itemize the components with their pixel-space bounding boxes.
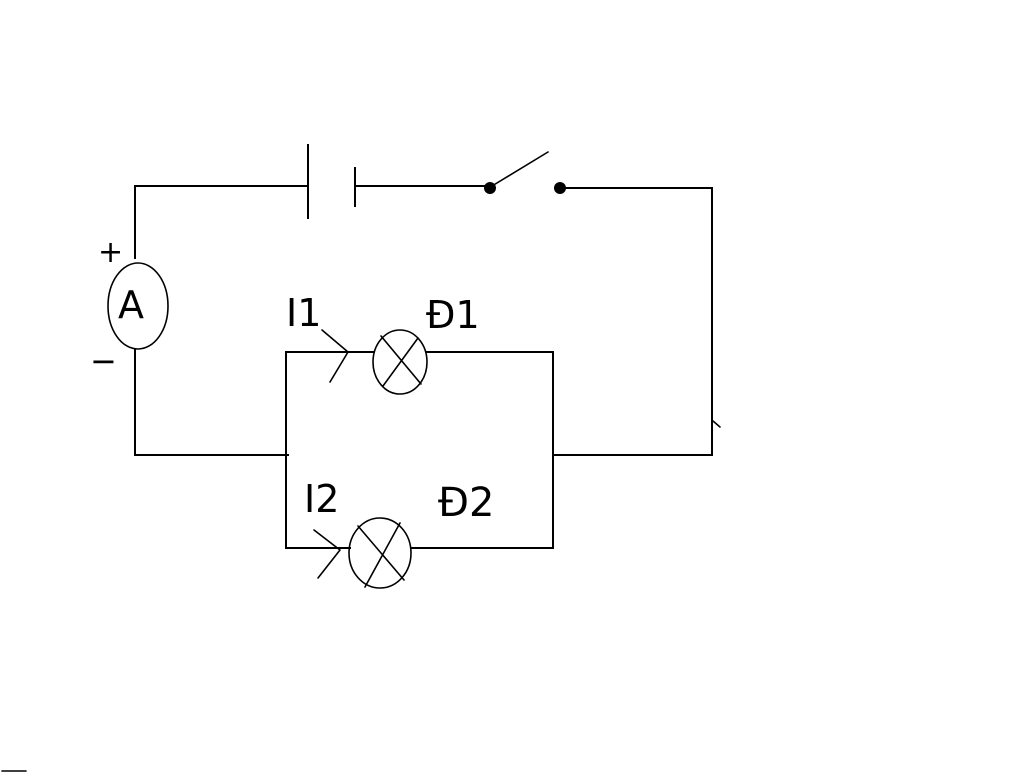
switch-icon <box>484 151 566 194</box>
ammeter-symbol: A <box>118 283 144 327</box>
wire-right <box>552 187 713 456</box>
label-bulb-1: Đ1 <box>426 293 480 337</box>
arrow-icon <box>321 329 349 383</box>
ammeter-minus: − <box>90 342 117 380</box>
label-current-1: I1 <box>286 291 321 335</box>
wire-top-left <box>134 185 309 259</box>
label-current-2: I2 <box>304 477 339 521</box>
arrow-icon <box>313 529 341 579</box>
wire-left-bottom <box>134 348 289 456</box>
lamp-icon <box>372 329 428 395</box>
lamp-icon <box>348 517 412 589</box>
ammeter-plus: + <box>98 235 123 270</box>
label-bulb-2: Đ2 <box>438 480 494 526</box>
ammeter-icon: A <box>107 262 169 350</box>
battery-icon <box>307 144 356 219</box>
